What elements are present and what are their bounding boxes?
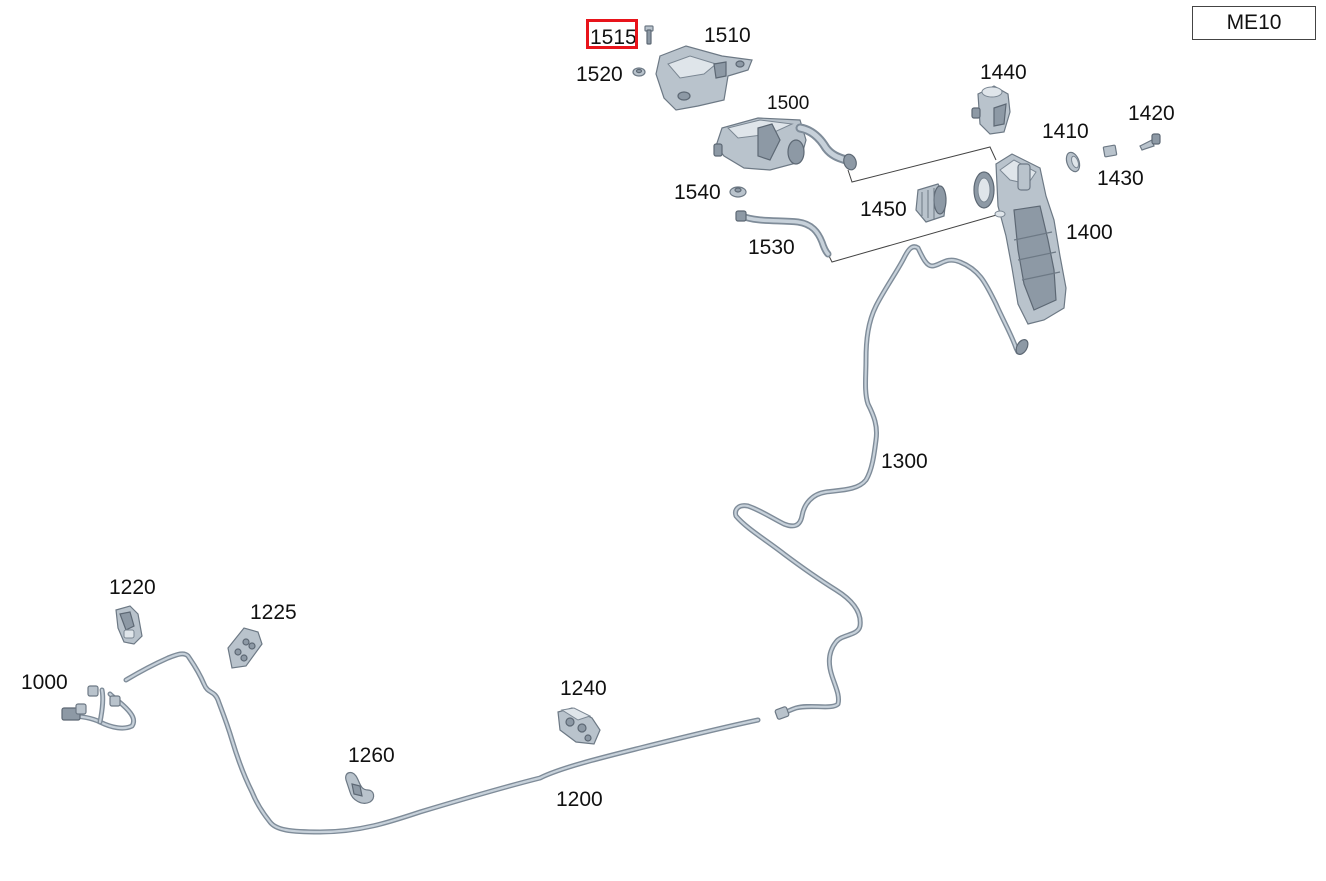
callout-1530[interactable]: 1530 bbox=[748, 236, 795, 259]
callout-1500[interactable]: 1500 bbox=[767, 93, 809, 114]
part-1420-bolt[interactable] bbox=[1139, 133, 1161, 151]
pipe-1200[interactable] bbox=[123, 651, 761, 835]
part-1540-grommet[interactable] bbox=[729, 186, 747, 198]
part-1400-canister[interactable] bbox=[973, 153, 1067, 325]
part-1220-clip[interactable] bbox=[115, 605, 143, 645]
part-1240-clip[interactable] bbox=[557, 707, 601, 745]
pipe-1300[interactable] bbox=[733, 244, 1031, 720]
part-1430-spacer[interactable] bbox=[1102, 144, 1118, 158]
callout-1300[interactable]: 1300 bbox=[881, 450, 928, 473]
callout-1420[interactable]: 1420 bbox=[1128, 102, 1175, 125]
part-1260-clip[interactable] bbox=[345, 771, 375, 804]
leader-1500-1400 bbox=[847, 146, 997, 183]
part-1515-bolt[interactable] bbox=[644, 25, 654, 45]
part-1440-valve[interactable] bbox=[971, 85, 1011, 135]
callout-1225[interactable]: 1225 bbox=[250, 601, 297, 624]
callout-1260[interactable]: 1260 bbox=[348, 744, 395, 767]
part-1510-bracket[interactable] bbox=[655, 45, 753, 111]
diagram-id-label: ME10 bbox=[1192, 6, 1316, 40]
callout-1450[interactable]: 1450 bbox=[860, 198, 907, 221]
callout-1410[interactable]: 1410 bbox=[1042, 120, 1089, 143]
part-1520-nut[interactable] bbox=[632, 67, 646, 77]
callout-labels: 1515 1510 1520 1500 1540 1530 1440 1410 … bbox=[21, 24, 1175, 811]
part-1450-filter[interactable] bbox=[915, 183, 947, 223]
part-1000-hose[interactable] bbox=[61, 685, 137, 731]
callout-1540[interactable]: 1540 bbox=[674, 181, 721, 204]
callout-1510[interactable]: 1510 bbox=[704, 24, 751, 47]
callout-1400[interactable]: 1400 bbox=[1066, 221, 1113, 244]
leader-1530-1400 bbox=[825, 213, 1001, 263]
callout-1220[interactable]: 1220 bbox=[109, 576, 156, 599]
callout-1430[interactable]: 1430 bbox=[1097, 167, 1144, 190]
part-1225-clip[interactable] bbox=[227, 627, 263, 669]
callout-1000[interactable]: 1000 bbox=[21, 671, 68, 694]
callout-1440[interactable]: 1440 bbox=[980, 61, 1027, 84]
callout-1200[interactable]: 1200 bbox=[556, 788, 603, 811]
highlight-box-1515 bbox=[586, 19, 638, 49]
part-1410-ring[interactable] bbox=[1064, 151, 1082, 174]
callout-1520[interactable]: 1520 bbox=[576, 63, 623, 86]
callout-1515[interactable]: 1515 bbox=[590, 26, 637, 49]
callout-1240[interactable]: 1240 bbox=[560, 677, 607, 700]
part-1530-hose[interactable] bbox=[735, 210, 832, 258]
part-1500-housing[interactable] bbox=[713, 117, 858, 172]
